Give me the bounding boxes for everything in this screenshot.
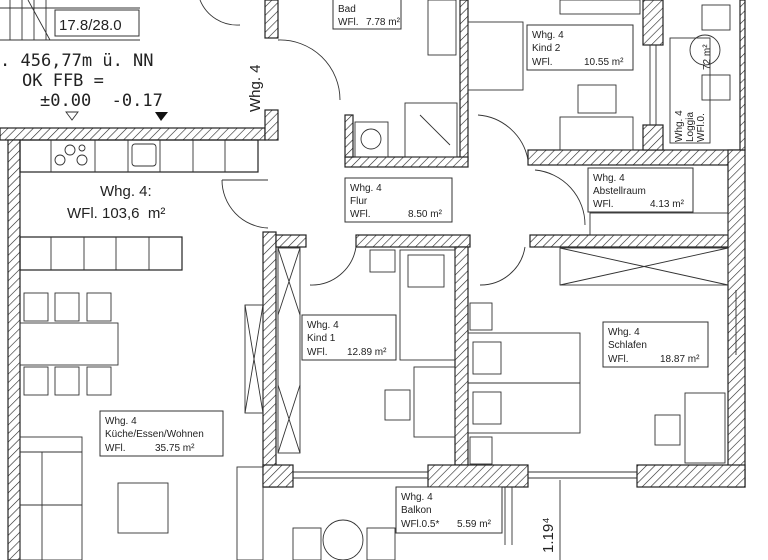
svg-text:WFl.: WFl. bbox=[608, 354, 629, 365]
svg-text:Schlafen: Schlafen bbox=[608, 340, 647, 351]
room-label-balkon: Whg. 4 Balkon WFl.0.5* 5.59 m² bbox=[395, 486, 503, 534]
svg-text:WFl.: WFl. bbox=[105, 443, 126, 454]
svg-text:Whg. 4: Whg. 4 bbox=[593, 173, 625, 184]
room-label-kueche-essen-wohnen: Whg. 4 Küche/Essen/Wohnen WFl. 35.75 m² bbox=[99, 410, 224, 457]
svg-text:Whg. 4: Whg. 4 bbox=[401, 492, 433, 503]
svg-text:10.55 m²: 10.55 m² bbox=[584, 57, 624, 68]
svg-text:Whg. 4: Whg. 4 bbox=[307, 320, 339, 331]
svg-text:WFl.: WFl. bbox=[532, 57, 553, 68]
svg-text:Whg. 4: Whg. 4 bbox=[608, 327, 640, 338]
furniture bbox=[244, 0, 731, 560]
svg-text:Kind 1: Kind 1 bbox=[307, 333, 336, 344]
svg-text:WFl.: WFl. bbox=[350, 209, 371, 220]
room-label-bad: Bad WFl. 7.78 m² bbox=[332, 0, 402, 30]
apartment-vertical-label: Whg. 4 bbox=[247, 64, 264, 112]
doors bbox=[199, 0, 586, 286]
svg-text:Whg. 4: Whg. 4 bbox=[105, 416, 137, 427]
level-marker-filled-icon bbox=[155, 112, 168, 121]
room-label-kind-2: Whg. 4 Kind 2 WFl. 10.55 m² bbox=[526, 24, 634, 71]
room-label-kind-1: Whg. 4 Kind 1 WFl. 12.89 m² bbox=[301, 314, 397, 361]
elevation-line-1: . 456,77m ü. NN bbox=[0, 51, 154, 71]
room-label-loggia: Whg. 4 Loggia WFl.0. 72 m² bbox=[674, 44, 713, 142]
svg-text:Whg. 4: Whg. 4 bbox=[532, 30, 564, 41]
staircase: 17.8/28.0 bbox=[0, 0, 140, 41]
svg-text:4.13 m²: 4.13 m² bbox=[650, 199, 685, 210]
svg-text:Whg. 4: Whg. 4 bbox=[350, 183, 382, 194]
windows bbox=[293, 45, 737, 479]
elevation-line-2: OK FFB = bbox=[22, 71, 104, 91]
svg-text:8.50 m²: 8.50 m² bbox=[408, 209, 443, 220]
room-label-schlafen: Whg. 4 Schlafen WFl. 18.87 m² bbox=[602, 321, 709, 368]
kitchen-furniture bbox=[19, 139, 264, 560]
elevation-line-3: ±0.00 -0.17 bbox=[40, 91, 163, 111]
svg-text:Küche/Essen/Wohnen: Küche/Essen/Wohnen bbox=[105, 429, 204, 440]
svg-text:Flur: Flur bbox=[350, 196, 368, 207]
svg-text:Kind 2: Kind 2 bbox=[532, 43, 561, 54]
svg-text:35.75 m²: 35.75 m² bbox=[155, 443, 195, 454]
svg-text:5.59 m²: 5.59 m² bbox=[457, 519, 492, 530]
svg-text:Loggia: Loggia bbox=[685, 112, 696, 142]
svg-text:7.78 m²: 7.78 m² bbox=[366, 17, 401, 28]
dimension-label: 1.19⁴ bbox=[540, 517, 557, 553]
apartment-area: WFl. 103,6 m² bbox=[67, 205, 165, 222]
room-label-abstellraum: Whg. 4 Abstellraum WFl. 4.13 m² bbox=[587, 167, 694, 213]
svg-text:WFl.: WFl. bbox=[307, 347, 328, 358]
room-label-flur: Whg. 4 Flur WFl. 8.50 m² bbox=[344, 177, 453, 223]
level-marker-open-icon bbox=[65, 111, 79, 121]
svg-text:Abstellraum: Abstellraum bbox=[593, 186, 646, 197]
svg-text:WFl.: WFl. bbox=[593, 199, 614, 210]
apartment-title: Whg. 4: bbox=[100, 183, 152, 200]
elevation-note: . 456,77m ü. NN OK FFB = ±0.00 -0.17 bbox=[0, 51, 168, 121]
svg-text:WFl.0.5*: WFl.0.5* bbox=[401, 519, 439, 530]
stair-label: 17.8/28.0 bbox=[59, 17, 122, 34]
svg-text:Balkon: Balkon bbox=[401, 505, 432, 516]
svg-text:12.89 m²: 12.89 m² bbox=[347, 347, 387, 358]
svg-text:WFl.0.: WFl.0. bbox=[696, 113, 707, 142]
svg-text:Whg. 4: Whg. 4 bbox=[674, 110, 685, 142]
walls bbox=[0, 0, 746, 560]
svg-text:72 m²: 72 m² bbox=[702, 44, 713, 70]
svg-text:Bad: Bad bbox=[338, 4, 356, 15]
svg-text:WFl.: WFl. bbox=[338, 17, 359, 28]
svg-text:18.87 m²: 18.87 m² bbox=[660, 354, 700, 365]
